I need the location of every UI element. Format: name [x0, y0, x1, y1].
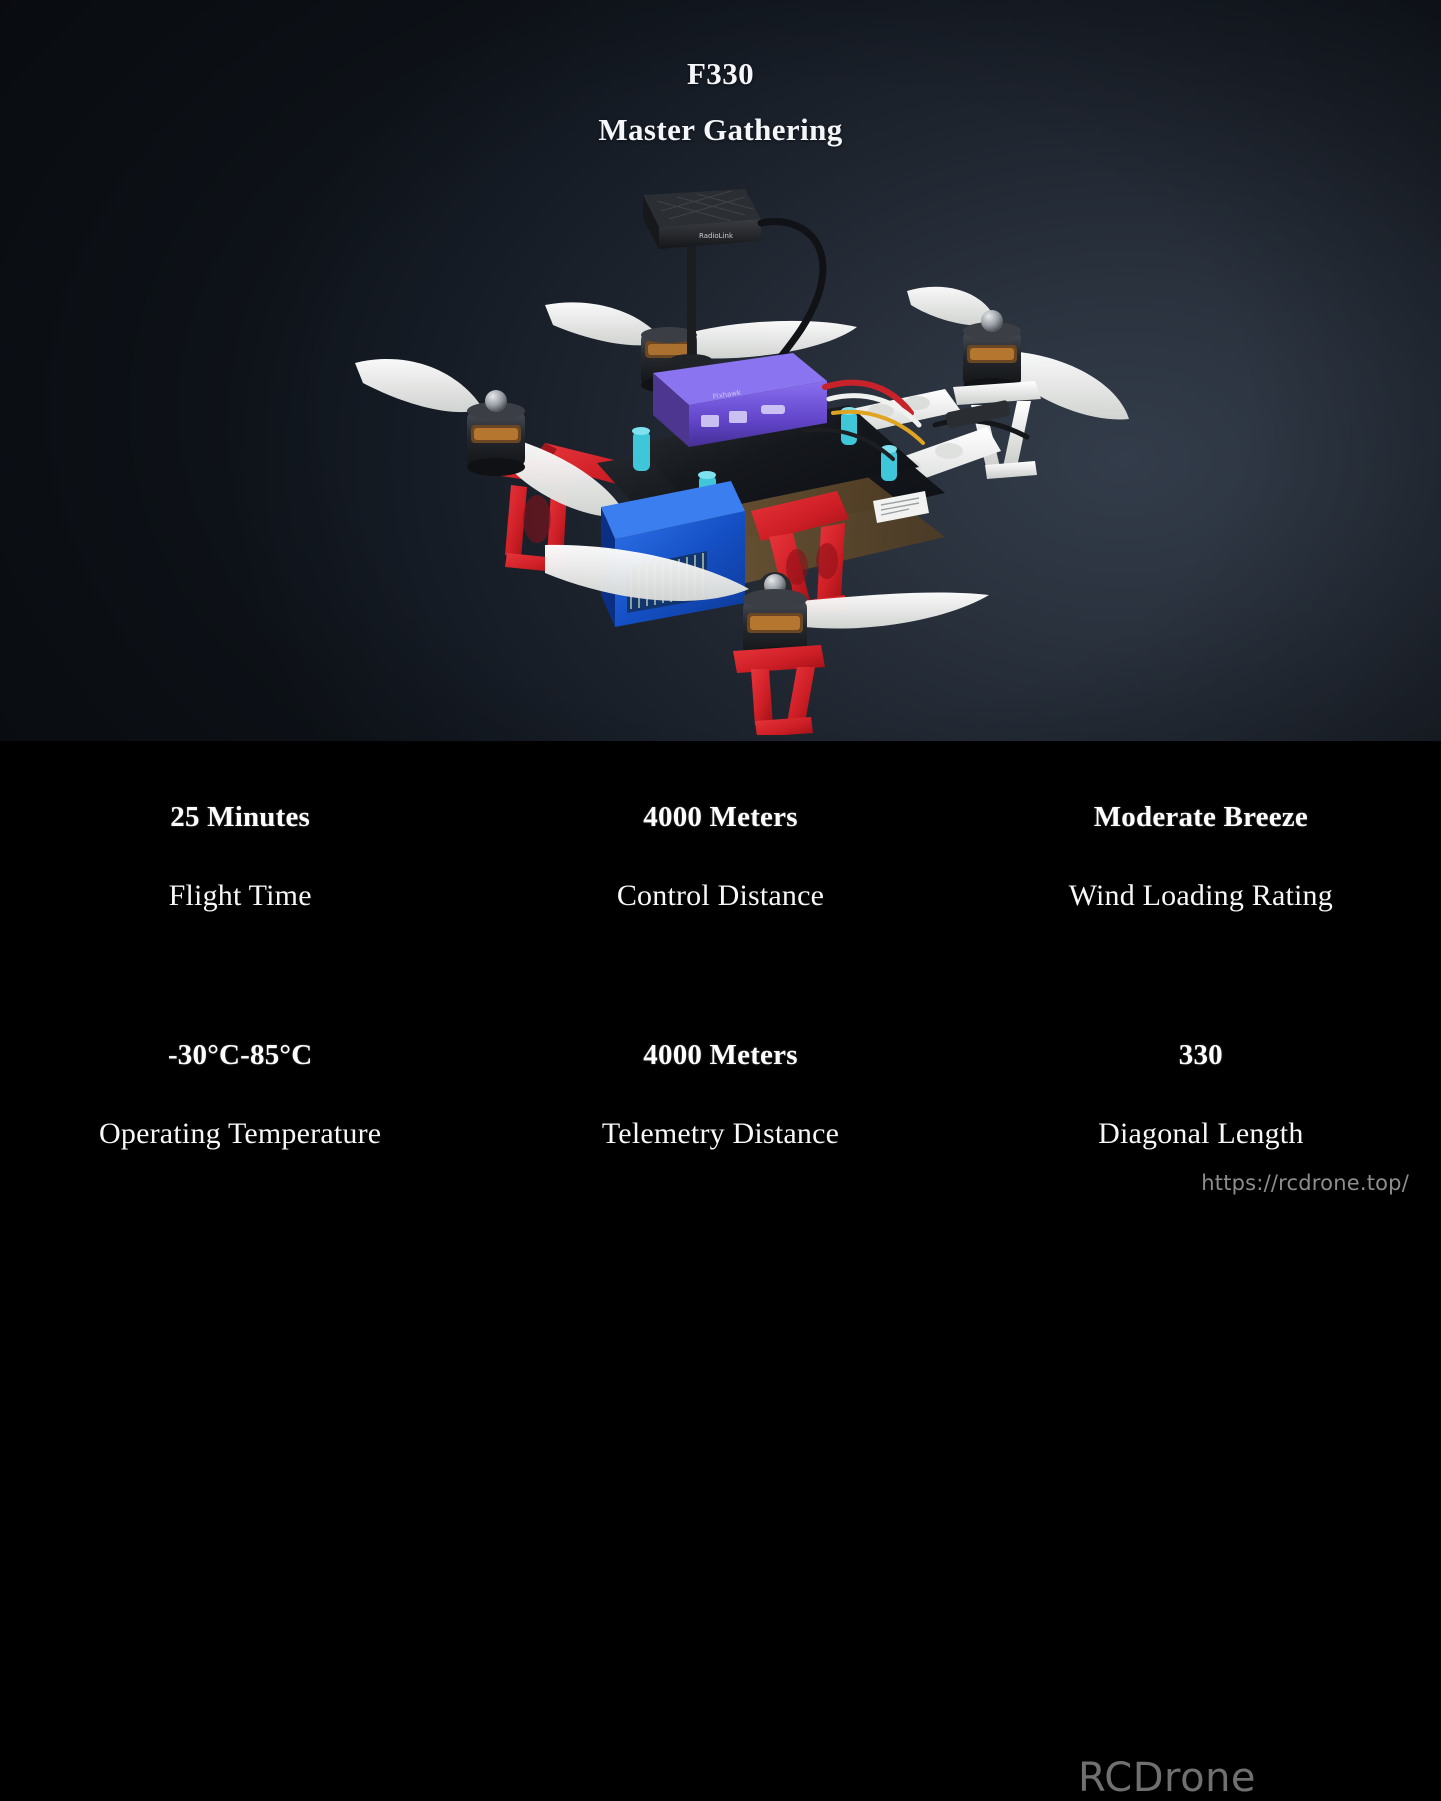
- spec-label: Operating Temperature: [99, 1116, 382, 1150]
- rcdrone-watermark: RCDrone: [1078, 1755, 1257, 1801]
- spec-value: 25 Minutes: [170, 800, 311, 833]
- spec-label: Control Distance: [616, 878, 825, 912]
- spec-label: Telemetry Distance: [601, 1116, 840, 1150]
- landing-gear-front-foot: [733, 645, 825, 735]
- spec-value: Moderate Breeze: [1093, 800, 1308, 833]
- product-photo-panel: F330 Master Gathering: [0, 0, 1441, 741]
- spec-value: 4000 Meters: [643, 800, 798, 833]
- spec-item-operating-temperature: -30°C-85°C Operating Temperature: [0, 978, 480, 1215]
- drone-product-image: RadioLink: [245, 175, 1205, 735]
- spec-item-telemetry-distance: 4000 Meters Telemetry Distance: [480, 978, 960, 1215]
- gps-module-brand-label: RadioLink: [699, 232, 734, 240]
- propeller-rear-left: [545, 302, 857, 359]
- spec-value: 4000 Meters: [643, 1038, 798, 1071]
- product-model-title: F330: [686, 56, 755, 91]
- spec-label: Diagonal Length: [1098, 1116, 1304, 1150]
- motor-front-left: [467, 390, 525, 476]
- propeller-front-right: [907, 286, 1129, 420]
- spec-label: Flight Time: [168, 878, 312, 912]
- landing-gear-right: [953, 381, 1041, 479]
- title-block: F330 Master Gathering: [0, 46, 1441, 158]
- specifications-grid: 25 Minutes Flight Time 4000 Meters Contr…: [0, 741, 1441, 1215]
- propeller-front-left: [355, 358, 627, 518]
- spec-item-flight-time: 25 Minutes Flight Time: [0, 741, 480, 978]
- product-subtitle: Master Gathering: [598, 112, 843, 147]
- website-url: https://rcdrone.top/: [1201, 1171, 1409, 1195]
- spec-item-wind-loading-rating: Moderate Breeze Wind Loading Rating: [961, 741, 1441, 978]
- spec-value: 330: [1178, 1038, 1223, 1071]
- spec-item-diagonal-length: 330 Diagonal Length: [961, 978, 1441, 1215]
- gps-mast-and-module: RadioLink: [643, 189, 827, 383]
- propeller-front-center: [545, 544, 989, 629]
- specifications-panel: RCDrone 25 Minutes Flight Time 4000 Mete…: [0, 741, 1441, 1801]
- wiring: [803, 379, 1030, 461]
- spec-value: -30°C-85°C: [167, 1038, 313, 1071]
- label-tag: [873, 491, 929, 523]
- spec-item-control-distance: 4000 Meters Control Distance: [480, 741, 960, 978]
- flight-controller: Pixhawk: [653, 353, 827, 447]
- spec-label: Wind Loading Rating: [1068, 878, 1333, 912]
- motor-front-right: [963, 310, 1021, 396]
